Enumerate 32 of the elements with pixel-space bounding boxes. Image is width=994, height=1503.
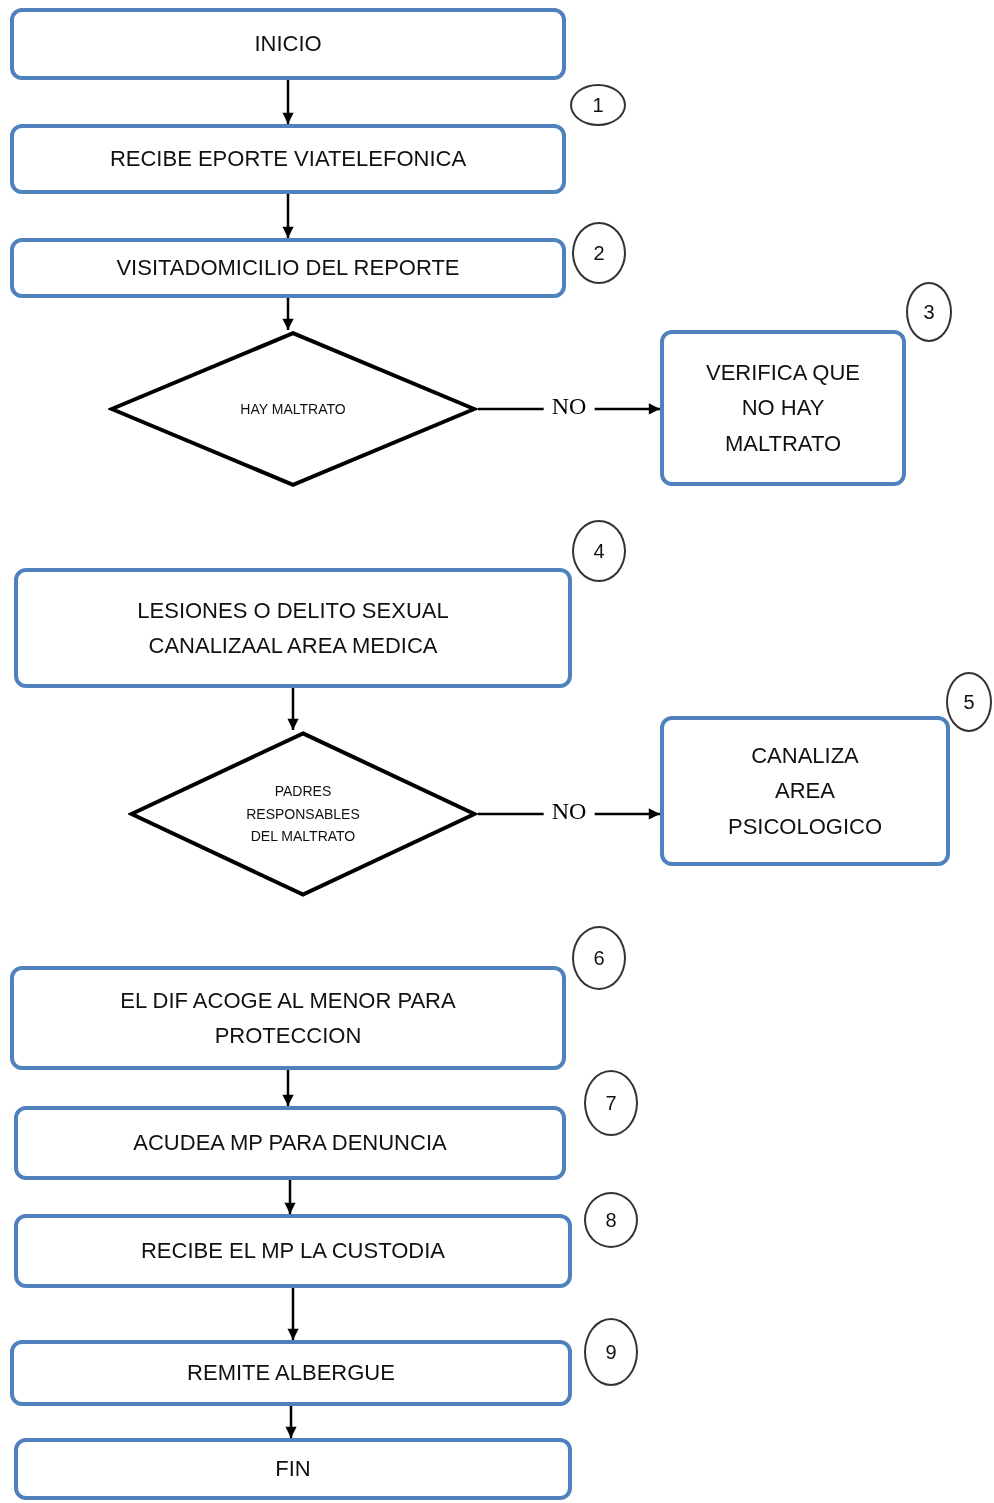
step-number-circle: 4 bbox=[572, 520, 626, 582]
arrow bbox=[282, 80, 294, 124]
step-number-circle: 2 bbox=[572, 222, 626, 284]
process-box: INICIO bbox=[10, 8, 566, 80]
arrow bbox=[282, 298, 294, 330]
step-number-circle: 5 bbox=[946, 672, 992, 732]
process-box: ACUDEA MP PARA DENUNCIA bbox=[14, 1106, 566, 1180]
arrow bbox=[285, 1406, 297, 1438]
process-box: LESIONES O DELITO SEXUAL CANALIZAAL AREA MEDICA bbox=[14, 568, 572, 688]
step-number-circle: 7 bbox=[584, 1070, 638, 1136]
process-box: EL DIF ACOGE AL MENOR PARA PROTECCION bbox=[10, 966, 566, 1070]
decision-label: HAY MALTRATO bbox=[240, 399, 346, 419]
arrow bbox=[287, 1288, 299, 1340]
process-box: REMITE ALBERGUE bbox=[10, 1340, 572, 1406]
step-number-circle: 9 bbox=[584, 1318, 638, 1386]
process-box: VISITADOMICILIO DEL REPORTE bbox=[10, 238, 566, 298]
arrow bbox=[282, 1070, 294, 1106]
decision-diamond bbox=[108, 330, 478, 488]
process-box: VERIFICA QUE NO HAY MALTRATO bbox=[660, 330, 906, 486]
step-number-circle: 3 bbox=[906, 282, 952, 342]
step-number-circle: 8 bbox=[584, 1192, 638, 1248]
process-box: CANALIZA AREA PSICOLOGICO bbox=[660, 716, 950, 866]
arrow bbox=[284, 1180, 296, 1214]
arrow bbox=[282, 194, 294, 238]
decision-diamond bbox=[128, 730, 478, 898]
process-box: RECIBE EL MP LA CUSTODIA bbox=[14, 1214, 572, 1288]
step-number-circle: 6 bbox=[572, 926, 626, 990]
process-box: RECIBE EPORTE VIATELEFONICA bbox=[10, 124, 566, 194]
arrow bbox=[287, 688, 299, 730]
step-number-circle: 1 bbox=[570, 84, 626, 126]
process-box: FIN bbox=[14, 1438, 572, 1500]
decision-label: PADRES RESPONSABLES DEL MALTRATO bbox=[245, 782, 361, 847]
